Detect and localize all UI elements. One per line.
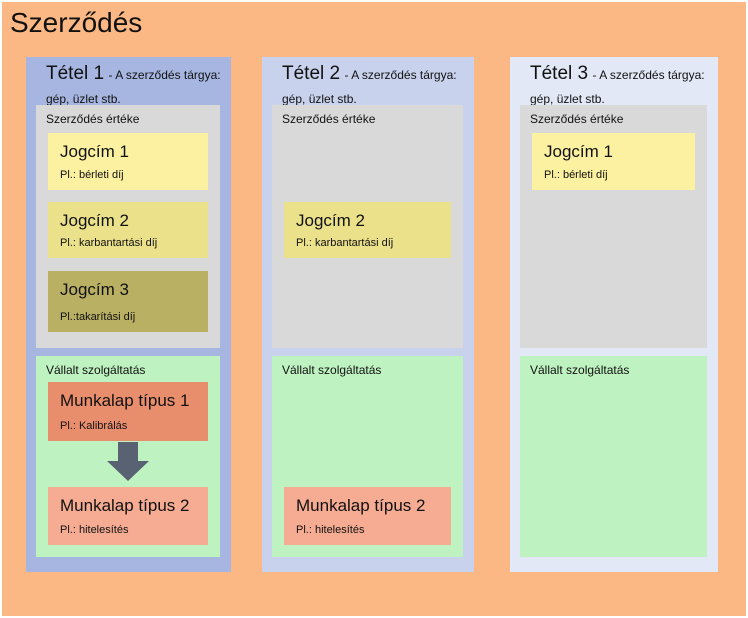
munkalap-example: Pl.: hitelesítés: [296, 524, 365, 536]
tetel-3-container: Tétel 3 - A szerződés tárgya: gép, üzlet…: [510, 57, 718, 572]
tetel-1-header: Tétel 1 - A szerződés tárgya: gép, üzlet…: [26, 57, 231, 111]
jogcim-title: Jogcím 1: [544, 142, 613, 161]
page-title: Szerződés: [10, 7, 143, 38]
tetel-2-value-panel: Szerződés értéke Jogcím 2 Pl.: karbantar…: [272, 105, 463, 348]
munkalap-example: Pl.: hitelesítés: [60, 524, 129, 536]
tetel-2-container: Tétel 2 - A szerződés tárgya: gép, üzlet…: [262, 57, 474, 572]
tetel-2-subtitle: - A szerződés tárgya: gép, üzlet stb.: [282, 68, 457, 106]
jogcim-title: Jogcím 3: [60, 280, 129, 299]
tetel-3-service-panel: Vállalt szolgáltatás: [520, 356, 707, 557]
tetel-1-jogcim-1-box: Jogcím 1 Pl.: bérleti díj: [48, 133, 208, 190]
tetel-1-value-panel: Szerződés értéke Jogcím 1 Pl.: bérleti d…: [36, 105, 220, 348]
jogcim-title: Jogcím 1: [60, 142, 129, 161]
munkalap-example: Pl.: Kalibrálás: [60, 420, 128, 432]
down-arrow-head: [107, 461, 149, 481]
tetel-1-service-panel: Vállalt szolgáltatás Munkalap típus 1 Pl…: [36, 356, 220, 557]
tetel-1-subtitle: - A szerződés tárgya: gép, üzlet stb.: [46, 68, 221, 106]
tetel-2-munkalap-2-box: Munkalap típus 2 Pl.: hitelesítés: [284, 487, 451, 545]
tetel-3-value-label: Szerződés értéke: [530, 112, 624, 126]
tetel-1-container: Tétel 1 - A szerződés tárgya: gép, üzlet…: [26, 57, 231, 572]
jogcim-title: Jogcím 2: [296, 211, 365, 230]
munkalap-title: Munkalap típus 2: [60, 496, 190, 515]
jogcim-example: Pl.: karbantartási díj: [296, 237, 394, 249]
tetel-1-value-label: Szerződés értéke: [46, 112, 140, 126]
tetel-2-name: Tétel 2: [282, 63, 341, 84]
tetel-2-header: Tétel 2 - A szerződés tárgya: gép, üzlet…: [262, 57, 474, 111]
jogcim-example: Pl.: bérleti díj: [544, 169, 608, 181]
tetel-1-name: Tétel 1: [46, 63, 105, 84]
tetel-3-service-label: Vállalt szolgáltatás: [530, 363, 630, 377]
tetel-3-subtitle: - A szerződés tárgya: gép, üzlet stb.: [530, 68, 705, 106]
jogcim-title: Jogcím 2: [60, 211, 129, 230]
down-arrow-icon: [107, 442, 149, 481]
munkalap-title: Munkalap típus 1: [60, 391, 190, 410]
jogcim-example: Pl.: karbantartási díj: [60, 237, 158, 249]
munkalap-title: Munkalap típus 2: [296, 496, 426, 515]
tetel-3-header: Tétel 3 - A szerződés tárgya: gép, üzlet…: [510, 57, 718, 111]
tetel-1-jogcim-2-box: Jogcím 2 Pl.: karbantartási díj: [48, 202, 208, 258]
tetel-2-value-label: Szerződés értéke: [282, 112, 376, 126]
tetel-3-jogcim-1-box: Jogcím 1 Pl.: bérleti díj: [532, 133, 695, 190]
tetel-2-service-label: Vállalt szolgáltatás: [282, 363, 382, 377]
down-arrow-shaft: [118, 442, 138, 461]
tetel-3-value-panel: Szerződés értéke Jogcím 1 Pl.: bérleti d…: [520, 105, 707, 348]
tetel-2-jogcim-2-box: Jogcím 2 Pl.: karbantartási díj: [284, 202, 451, 258]
tetel-2-service-panel: Vállalt szolgáltatás Munkalap típus 2 Pl…: [272, 356, 463, 557]
jogcim-example: Pl.:takarítási díj: [60, 311, 136, 323]
tetel-1-jogcim-3-box: Jogcím 3 Pl.:takarítási díj: [48, 271, 208, 332]
tetel-1-munkalap-1-box: Munkalap típus 1 Pl.: Kalibrálás: [48, 382, 208, 441]
jogcim-example: Pl.: bérleti díj: [60, 169, 124, 181]
tetel-1-service-label: Vállalt szolgáltatás: [46, 363, 146, 377]
tetel-1-munkalap-2-box: Munkalap típus 2 Pl.: hitelesítés: [48, 487, 208, 545]
tetel-3-name: Tétel 3: [530, 63, 589, 84]
